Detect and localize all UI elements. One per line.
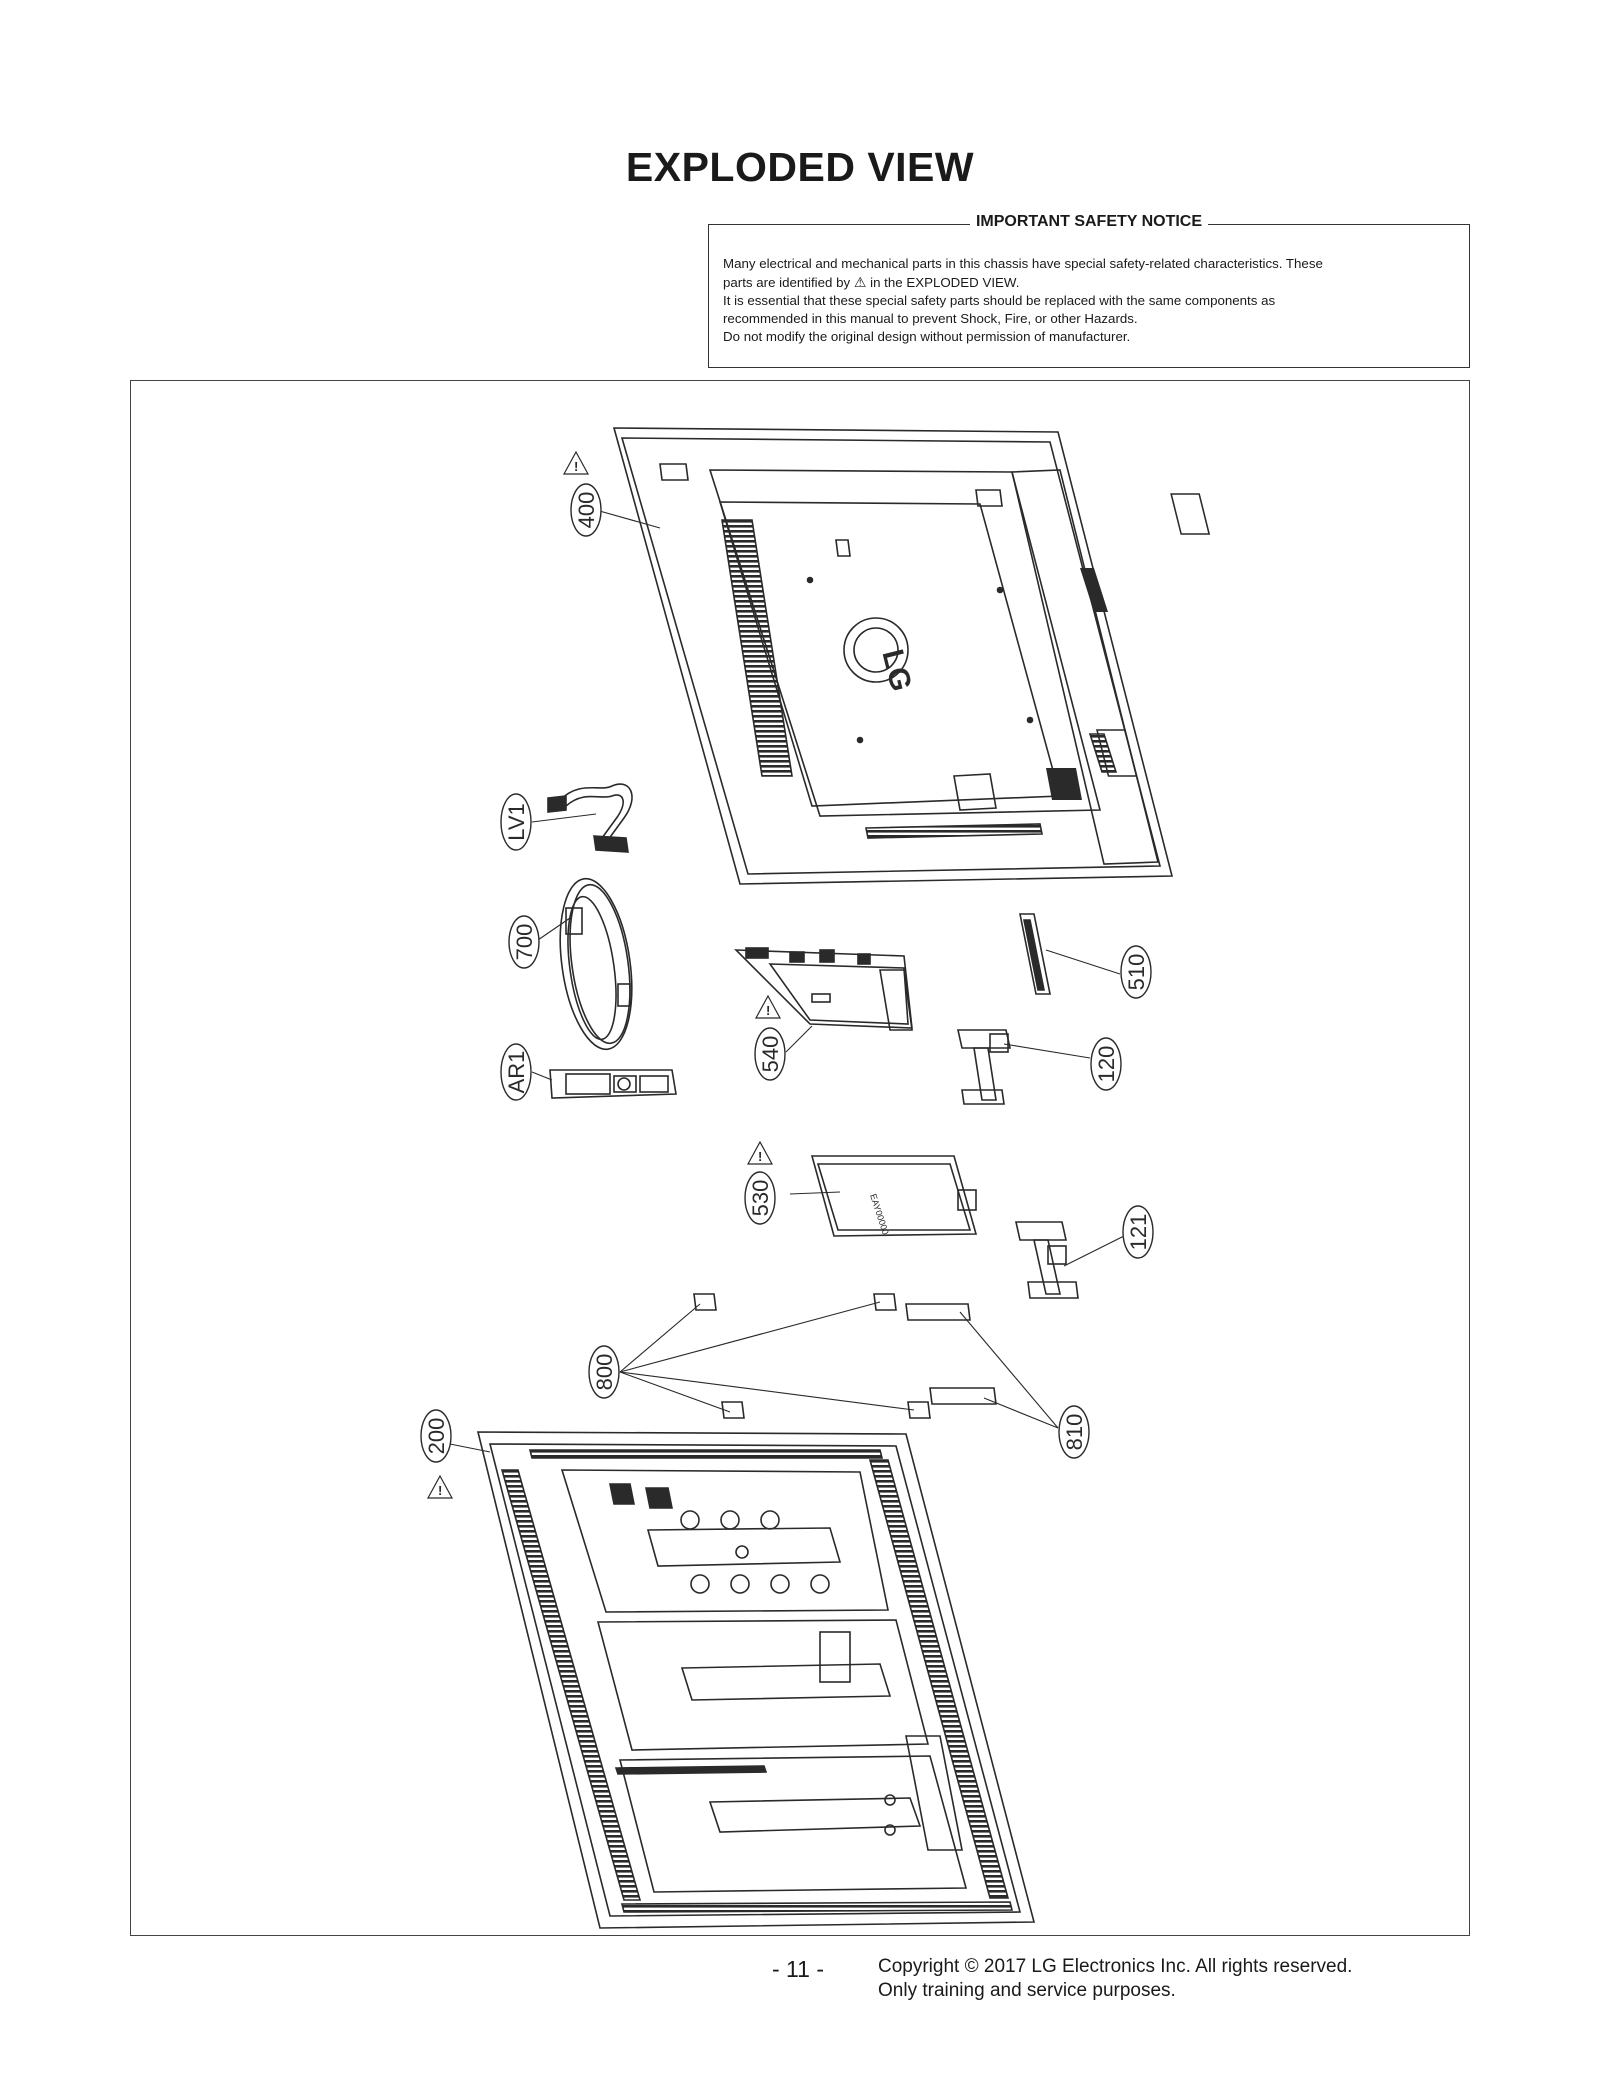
part-label-510: 510 — [1120, 945, 1152, 999]
button-board-part — [1019, 913, 1051, 995]
power-cord-part — [559, 877, 633, 1051]
part-label-120: 120 — [1090, 1037, 1122, 1091]
svg-text:540: 540 — [758, 1036, 783, 1073]
safety-warning-icons: ! ! ! ! — [426, 450, 782, 1499]
part-label-810: 810 — [1058, 1405, 1090, 1459]
page-title: EXPLODED VIEW — [625, 144, 975, 190]
lg-logo: LG — [876, 646, 918, 694]
lvds-cable-part — [547, 783, 633, 853]
part-label-530: 530 — [744, 1171, 776, 1225]
svg-text:200: 200 — [424, 1418, 449, 1455]
remote-control-part — [549, 1069, 677, 1099]
svg-text:510: 510 — [1124, 954, 1149, 991]
brackets-800-810-part — [693, 1293, 997, 1419]
svg-text:120: 120 — [1094, 1046, 1119, 1083]
module-chassis-part — [476, 1431, 1036, 1929]
svg-text:121: 121 — [1126, 1214, 1151, 1251]
svg-text:LV1: LV1 — [504, 803, 529, 841]
warning-triangle-icon: ! — [754, 994, 782, 1019]
part-label-121: 121 — [1122, 1205, 1154, 1259]
back-cover-part: LG — [612, 427, 1211, 885]
safety-notice-heading: IMPORTANT SAFETY NOTICE — [969, 213, 1209, 230]
svg-text:800: 800 — [592, 1354, 617, 1391]
copyright-line: Copyright © 2017 LG Electronics Inc. All… — [878, 1956, 1353, 1977]
svg-text:530: 530 — [748, 1180, 773, 1217]
svg-text:400: 400 — [574, 492, 599, 529]
stand-bracket-120-part — [957, 1029, 1011, 1105]
notice-line-1: Many electrical and mechanical parts in … — [723, 256, 1323, 271]
notice-line-5: Do not modify the original design withou… — [723, 329, 1131, 344]
part-label-400: 400 — [570, 483, 602, 537]
safety-notice-box: IMPORTANT SAFETY NOTICE Many electrical … — [708, 213, 1470, 368]
part-label-800: 800 — [588, 1345, 620, 1399]
svg-text:!: ! — [574, 459, 578, 474]
warning-triangle-icon: ! — [426, 1474, 454, 1499]
main-board-part — [733, 947, 913, 1031]
svg-text:!: ! — [758, 1149, 762, 1164]
page-number: - 11 - — [772, 1956, 824, 1982]
part-label-ar1: AR1 — [500, 1043, 532, 1101]
part-label-200: 200 — [420, 1409, 452, 1463]
part-label-540: 540 — [754, 1027, 786, 1081]
notice-line-3: It is essential that these special safet… — [723, 293, 1276, 308]
svg-text:700: 700 — [512, 924, 537, 961]
notice-line-4: recommended in this manual to prevent Sh… — [723, 311, 1138, 326]
part-labels: 400 LV1 700 AR1 540 510 120 530 — [420, 483, 1154, 1463]
part-label-lv1: LV1 — [500, 793, 532, 851]
part-label-700: 700 — [508, 915, 540, 969]
purpose-line: Only training and service purposes. — [878, 1980, 1176, 2001]
safety-notice-text: Many electrical and mechanical parts in … — [723, 255, 1455, 346]
power-supply-board-part: EAY00000 — [810, 1155, 978, 1237]
diagram-frame — [130, 380, 1470, 1936]
svg-text:!: ! — [766, 1003, 770, 1018]
warning-triangle-icon: ⚠ — [853, 274, 867, 290]
svg-text:810: 810 — [1062, 1414, 1087, 1451]
stand-bracket-121-part — [1015, 1221, 1079, 1299]
warning-triangle-icon: ! — [746, 1140, 774, 1165]
copyright-footer: Copyright © 2017 LG Electronics Inc. All… — [878, 1955, 1352, 2003]
warning-triangle-icon: ! — [562, 450, 590, 475]
notice-line-2: parts are identified by ⚠ in the EXPLODE… — [723, 274, 1020, 290]
svg-text:AR1: AR1 — [504, 1051, 529, 1094]
leader-lines — [449, 509, 1125, 1453]
svg-text:!: ! — [438, 1483, 442, 1498]
